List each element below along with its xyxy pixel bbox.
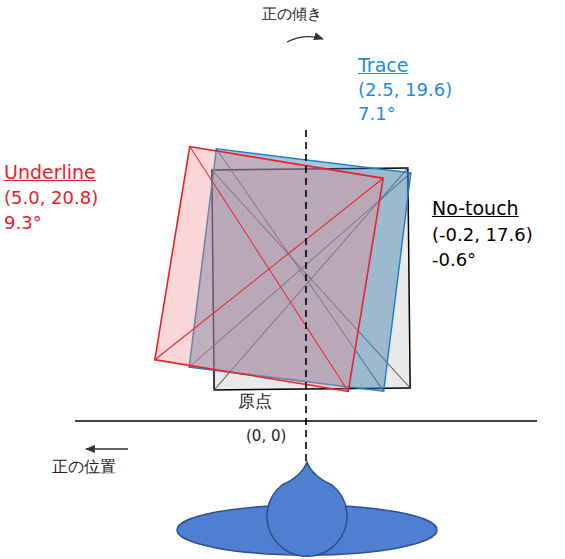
position-value: (2.5, 19.6) — [358, 80, 452, 101]
origin-label: 原点 — [238, 392, 272, 412]
user-head — [177, 462, 437, 556]
condition-name: Trace — [358, 55, 408, 77]
tilt-arrow — [287, 37, 323, 42]
origin-coord: (0, 0) — [246, 428, 286, 445]
underline-rect — [155, 147, 383, 392]
position-label: 正の位置 — [52, 458, 116, 476]
condition-name: No-touch — [432, 198, 519, 220]
tilt-label: 正の傾き — [262, 6, 322, 23]
angle-value: 9.3° — [4, 213, 42, 234]
position-value: (5.0, 20.8) — [4, 188, 98, 209]
position-value: (-0.2, 17.6) — [432, 225, 533, 246]
position-arrow — [86, 448, 128, 449]
angle-value: -0.6° — [432, 250, 476, 271]
condition-name: Underline — [4, 162, 96, 184]
angle-value: 7.1° — [358, 104, 396, 125]
center-line — [305, 130, 307, 470]
baseline — [75, 420, 537, 422]
